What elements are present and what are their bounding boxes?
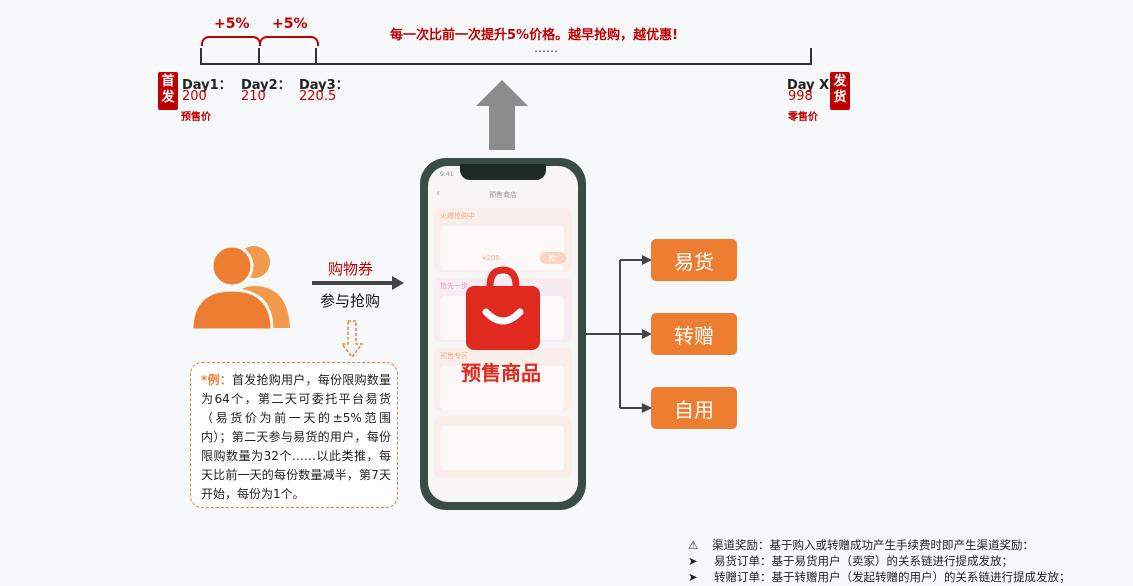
down-arrow-icon	[341, 320, 363, 358]
day3-value: 220.5	[299, 89, 336, 104]
output-gift: 转赠	[651, 313, 737, 355]
increment-brace-1	[201, 36, 261, 46]
example-text: 首发抢购用户，每份限购数量为64个，第二天可委托平台易货（易货价为前一天的±5%…	[201, 373, 391, 501]
example-prefix: *例：	[201, 373, 232, 387]
arrow-bullet-icon: ➤	[688, 554, 714, 568]
retail-price-label: 零售价	[788, 108, 818, 123]
arrow-label-bottom: 参与抢购	[320, 290, 380, 311]
increment-label-2: +5%	[272, 16, 308, 32]
dayx-value: 998	[788, 89, 813, 104]
shopping-bag-icon	[462, 264, 544, 354]
note-line: ⚠渠道奖励：基于购入或转赠成功产生手续费时即产生渠道奖励：	[688, 537, 1034, 553]
users-icon	[188, 240, 294, 330]
day2-value: 210	[241, 89, 266, 104]
note-line: ➤转赠订单：基于转赠用户（发起转赠的用户）的关系链进行提成发放；	[688, 569, 1071, 585]
launch-tag: 首发	[158, 72, 178, 110]
branch-connector	[586, 250, 656, 420]
output-barter: 易货	[651, 239, 737, 281]
timeline-tick	[258, 48, 260, 64]
warning-icon: ⚠	[688, 538, 712, 552]
note-text: 易货订单：基于易货用户（卖家）的关系链进行提成发放；	[714, 554, 1013, 568]
example-box: *例：首发抢购用户，每份限购数量为64个，第二天可委托平台易货（易货价为前一天的…	[190, 362, 398, 508]
timeline-tick	[315, 48, 317, 64]
phone-notch	[460, 164, 546, 180]
arrow-bullet-icon: ➤	[688, 570, 714, 584]
timeline-tick	[810, 48, 812, 64]
note-text: 转赠订单：基于转赠用户（发起转赠的用户）的关系链进行提成发放；	[714, 570, 1071, 584]
up-arrow-icon	[476, 80, 528, 150]
timeline-line	[200, 63, 812, 65]
timeline-ellipsis: ……	[534, 41, 558, 55]
note-text: 渠道奖励：基于购入或转赠成功产生手续费时即产生渠道奖励：	[712, 538, 1034, 552]
day1-value: 200	[182, 89, 207, 104]
increment-brace-2	[259, 36, 319, 46]
output-self-use: 自用	[651, 387, 737, 429]
phone-label: 预售商品	[461, 357, 541, 386]
presale-price-label: 预售价	[181, 108, 211, 123]
right-arrow-icon	[312, 276, 404, 290]
increment-label-1: +5%	[214, 16, 250, 32]
timeline-tick	[200, 48, 202, 64]
note-line: ➤易货订单：基于易货用户（卖家）的关系链进行提成发放；	[688, 553, 1013, 569]
